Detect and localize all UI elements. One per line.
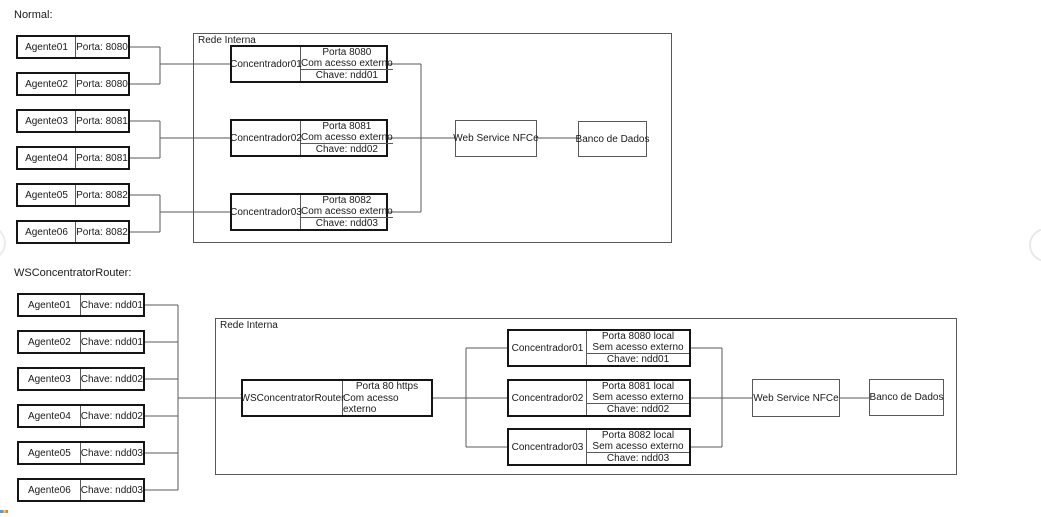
agent-key: Chave: ndd01 (80, 299, 143, 311)
agent-box: Agente02 Porta: 8080 (16, 72, 130, 96)
concentrator-box: Concentrador03 Porta 8082 Com acesso ext… (230, 193, 393, 231)
agent-box: Agente01 Porta: 8080 (16, 35, 130, 59)
agent-port: Porta: 8080 (76, 78, 128, 90)
gateway-box: WSConcentratorRouter Porta 80 https Com … (241, 379, 433, 417)
concentrator-key: Chave: ndd01 (301, 69, 393, 81)
concentrator-port: Porta 8080 local (601, 331, 675, 342)
agent-key: Chave: ndd03 (80, 484, 143, 496)
concentrator-key: Chave: ndd02 (587, 403, 689, 415)
agent-name: Agente04 (19, 406, 81, 426)
gateway-name: WSConcentratorRouter (241, 381, 344, 415)
database-box: Banco de Dados (869, 379, 944, 416)
concentrator-box: Concentrador03 Porta 8082 local Sem aces… (507, 428, 691, 466)
agent-name: Agente03 (18, 111, 76, 131)
concentrator-access: Sem acesso externo (592, 342, 684, 353)
agent-box: Agente05 Porta: 8082 (16, 183, 130, 207)
concentrator-access: Sem acesso externo (592, 441, 684, 452)
concentrator-key: Chave: ndd01 (587, 353, 689, 365)
concentrator-access: Com acesso externo (301, 132, 393, 143)
agent-key: Chave: ndd03 (80, 447, 143, 459)
network-label: Rede Interna (198, 35, 256, 46)
agent-name: Agente01 (19, 295, 81, 315)
webservice-box: Web Service NFCe (752, 379, 840, 417)
agent-box: Agente05 Chave: ndd03 (17, 441, 145, 465)
gateway-access: Com acesso externo (343, 392, 399, 415)
concentrator-access: Com acesso externo (301, 206, 393, 217)
gateway-port: Porta 80 https (355, 381, 419, 393)
section-label-normal: Normal: (14, 9, 53, 21)
agent-box: Agente02 Chave: ndd01 (17, 330, 145, 354)
concentrator-access: Com acesso externo (301, 58, 393, 69)
agent-box: Agente03 Chave: ndd02 (17, 367, 145, 391)
agent-port: Porta: 8082 (76, 226, 128, 238)
agent-name: Agente05 (18, 185, 76, 205)
agent-port: Porta: 8081 (76, 115, 128, 127)
agent-name: Agente02 (18, 74, 76, 94)
agent-box: Agente01 Chave: ndd01 (17, 293, 145, 317)
concentrator-box: Concentrador02 Porta 8081 local Sem aces… (507, 379, 691, 417)
agent-name: Agente05 (19, 443, 81, 463)
concentrator-name: Concentrador02 (230, 121, 302, 155)
concentrator-key: Chave: ndd02 (301, 143, 393, 155)
agent-box: Agente06 Porta: 8082 (16, 220, 130, 244)
agent-box: Agente04 Chave: ndd02 (17, 404, 145, 428)
corner-icon-artifact (0, 510, 8, 513)
concentrator-name: Concentrador02 (509, 381, 587, 415)
concentrator-port: Porta 8082 local (601, 430, 675, 441)
agent-name: Agente03 (19, 369, 81, 389)
agent-name: Agente06 (19, 480, 81, 500)
network-box-router: Rede Interna (215, 318, 957, 475)
agent-name: Agente04 (18, 148, 76, 168)
agent-key: Chave: ndd02 (80, 410, 143, 422)
network-label: Rede Interna (220, 320, 278, 331)
agent-port: Porta: 8082 (76, 189, 128, 201)
concentrator-name: Concentrador03 (230, 195, 302, 229)
concentrator-port: Porta 8081 (322, 121, 372, 132)
agent-key: Chave: ndd02 (80, 373, 143, 385)
agent-name: Agente06 (18, 222, 76, 242)
concentrator-port: Porta 8082 (322, 195, 372, 206)
concentrator-port: Porta 8081 local (601, 381, 675, 392)
concentrator-name: Concentrador01 (509, 331, 587, 365)
agent-box: Agente03 Porta: 8081 (16, 109, 130, 133)
concentrator-box: Concentrador01 Porta 8080 local Sem aces… (507, 329, 691, 367)
database-box: Banco de Dados (576, 121, 649, 157)
agent-key: Chave: ndd01 (80, 336, 143, 348)
agent-port: Porta: 8081 (76, 152, 128, 164)
concentrator-name: Concentrador01 (230, 47, 302, 81)
concentrator-box: Concentrador01 Porta 8080 Com acesso ext… (230, 45, 393, 83)
agent-port: Porta: 8080 (76, 41, 128, 53)
concentrator-access: Sem acesso externo (592, 392, 684, 403)
agent-box: Agente04 Porta: 8081 (16, 146, 130, 170)
concentrator-box: Concentrador02 Porta 8081 Com acesso ext… (230, 119, 393, 157)
agent-name: Agente02 (19, 332, 81, 352)
section-label-router: WSConcentratorRouter: (14, 267, 132, 279)
concentrator-key: Chave: ndd03 (301, 217, 393, 229)
webservice-box: Web Service NFCe (453, 120, 539, 157)
concentrator-key: Chave: ndd03 (587, 452, 689, 464)
agent-box: Agente06 Chave: ndd03 (17, 478, 145, 502)
concentrator-port: Porta 8080 (322, 47, 372, 58)
concentrator-name: Concentrador03 (509, 430, 587, 464)
agent-name: Agente01 (18, 37, 76, 57)
